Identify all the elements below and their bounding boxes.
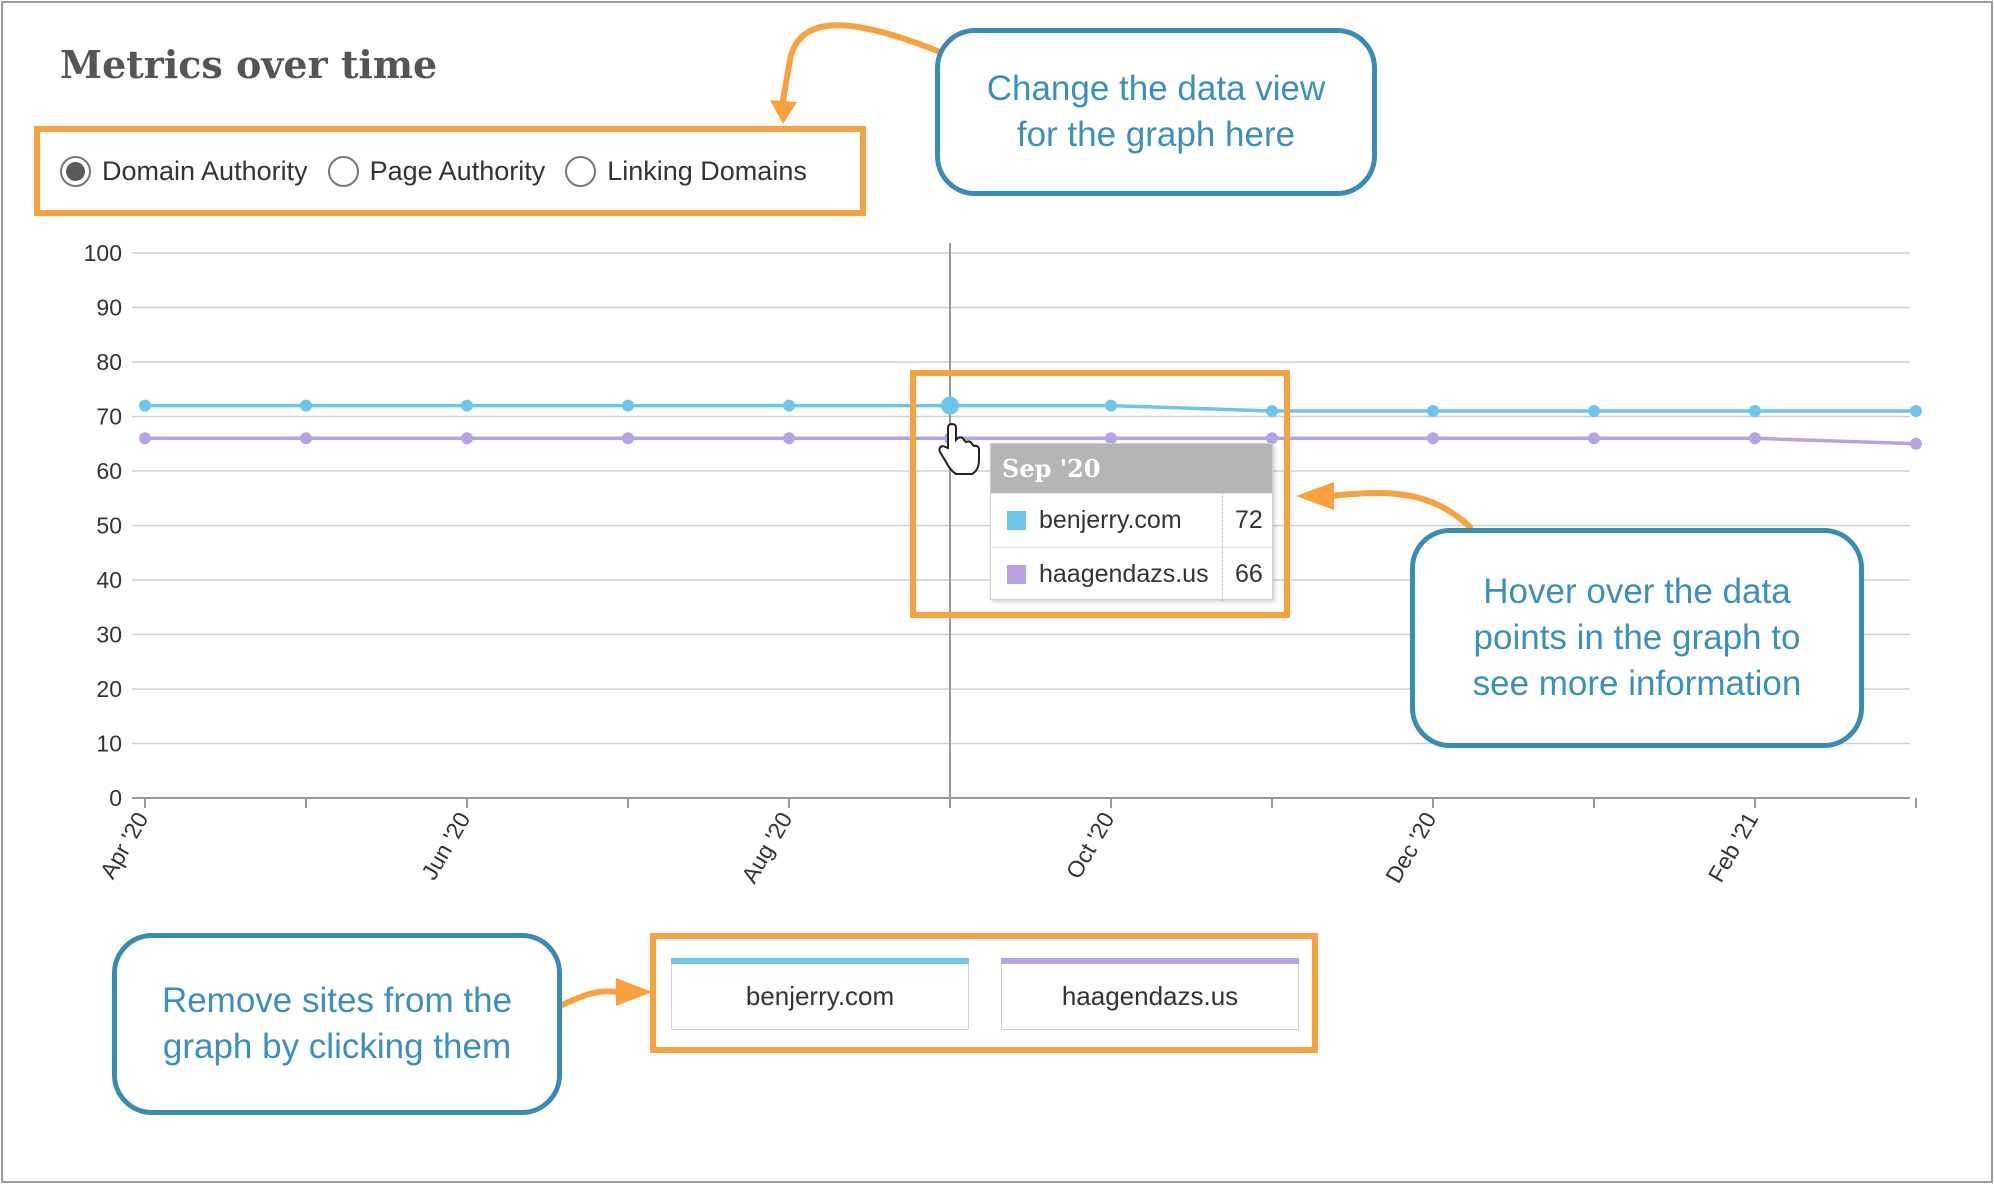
tooltip-row-benjerry: benjerry.com 72	[991, 493, 1272, 547]
data-point[interactable]	[622, 432, 634, 445]
legend-label: haagendazs.us	[1061, 980, 1239, 1011]
callout-line: Change the data view	[986, 69, 1326, 108]
callout-line: points in the graph to	[1473, 618, 1801, 657]
radio-label: Linking Domains	[607, 155, 807, 186]
data-point[interactable]	[1910, 437, 1922, 450]
data-point[interactable]	[1588, 405, 1600, 418]
x-tick-label: Aug '20	[736, 808, 797, 888]
tooltip-title: Sep '20	[991, 444, 1272, 493]
radio-selected-icon[interactable]	[60, 155, 91, 187]
data-point[interactable]	[622, 399, 634, 412]
y-tick-label: 50	[96, 513, 122, 539]
series-line	[145, 436, 1917, 446]
radio-domain-authority[interactable]: Domain Authority	[60, 155, 308, 187]
callout-data-view: Change the data view for the graph here	[935, 28, 1377, 196]
data-point[interactable]	[300, 432, 312, 445]
data-point[interactable]	[1266, 432, 1278, 445]
radio-linking-domains[interactable]: Linking Domains	[565, 155, 807, 187]
page-title: Metrics over time	[60, 42, 438, 87]
data-point-tooltip: Sep '20 benjerry.com 72 haagendazs.us 66	[990, 443, 1273, 601]
data-point[interactable]	[139, 432, 151, 445]
y-tick-label: 0	[109, 785, 122, 811]
callout-hover: Hover over the data points in the graph …	[1410, 528, 1864, 748]
radio-unselected-icon[interactable]	[565, 155, 597, 187]
data-point[interactable]	[1749, 405, 1761, 418]
series-line	[145, 403, 1916, 413]
data-point[interactable]	[1427, 432, 1439, 445]
x-tick-label: Feb '21	[1703, 808, 1764, 887]
legend-item-haagendazs[interactable]: haagendazs.us	[1001, 958, 1299, 1030]
tooltip-value: 72	[1222, 494, 1263, 547]
radio-label: Domain Authority	[102, 155, 308, 186]
callout-line: Remove sites from the	[161, 981, 513, 1020]
y-tick-label: 90	[96, 295, 122, 321]
highlight-metric-toggle	[34, 126, 866, 216]
data-point[interactable]	[1105, 399, 1117, 412]
y-axis-labels: 0 10 20 30 40 50 60 70 80 90 100	[84, 240, 122, 811]
data-point[interactable]	[1266, 405, 1278, 418]
radio-label: Page Authority	[369, 155, 546, 186]
data-point[interactable]	[1105, 432, 1117, 445]
x-tick-label: Jun '20	[416, 808, 475, 885]
y-tick-label: 70	[96, 404, 122, 430]
tooltip-row-haagendazs: haagendazs.us 66	[991, 547, 1272, 601]
data-point[interactable]	[1427, 405, 1439, 418]
data-point[interactable]	[783, 432, 795, 445]
y-tick-label: 10	[96, 731, 122, 757]
legend-color-bar	[671, 958, 969, 964]
y-tick-label: 40	[96, 567, 122, 593]
data-point[interactable]	[1588, 432, 1600, 445]
tooltip-site: haagendazs.us	[1039, 560, 1209, 588]
metric-radio-group: Domain Authority Page Authority Linking …	[60, 150, 827, 192]
highlight-legend	[650, 933, 1318, 1053]
y-tick-label: 100	[84, 240, 122, 266]
data-point[interactable]	[461, 399, 473, 412]
x-tick-label: Dec '20	[1380, 808, 1441, 888]
tooltip-site: benjerry.com	[1039, 506, 1182, 534]
hand-cursor-icon	[938, 422, 980, 475]
y-tick-label: 30	[96, 622, 122, 648]
y-tick-label: 60	[96, 458, 122, 484]
data-point[interactable]	[941, 396, 959, 415]
data-point[interactable]	[1910, 405, 1922, 418]
radio-unselected-icon[interactable]	[327, 155, 359, 187]
callout-line: Hover over the data	[1483, 572, 1791, 611]
series-swatch-icon	[1007, 565, 1026, 584]
legend-label: benjerry.com	[745, 980, 895, 1011]
callout-line: graph by clicking them	[162, 1027, 512, 1066]
highlight-tooltip	[910, 370, 1290, 618]
data-point[interactable]	[139, 399, 151, 412]
data-point[interactable]	[1749, 432, 1761, 445]
data-point[interactable]	[783, 399, 795, 412]
y-tick-label: 20	[96, 676, 122, 702]
legend-color-bar	[1001, 958, 1299, 964]
callout-remove: Remove sites from the graph by clicking …	[112, 933, 562, 1115]
x-tick-label: Apr '20	[95, 808, 154, 883]
callout-line: for the graph here	[1016, 115, 1296, 154]
chart-series[interactable]	[139, 396, 1922, 450]
data-point[interactable]	[300, 399, 312, 412]
x-axis-labels: Apr '20 Jun '20 Aug '20 Oct '20 Dec '20 Feb '…	[95, 808, 1764, 888]
y-tick-label: 80	[96, 349, 122, 375]
series-swatch-icon	[1007, 511, 1026, 530]
data-point[interactable]	[461, 432, 473, 445]
x-tick-label: Oct '20	[1061, 808, 1120, 883]
legend-item-benjerry[interactable]: benjerry.com	[671, 958, 969, 1030]
callout-line: see more information	[1472, 664, 1802, 703]
tooltip-value: 66	[1222, 548, 1263, 601]
radio-page-authority[interactable]: Page Authority	[327, 155, 546, 187]
